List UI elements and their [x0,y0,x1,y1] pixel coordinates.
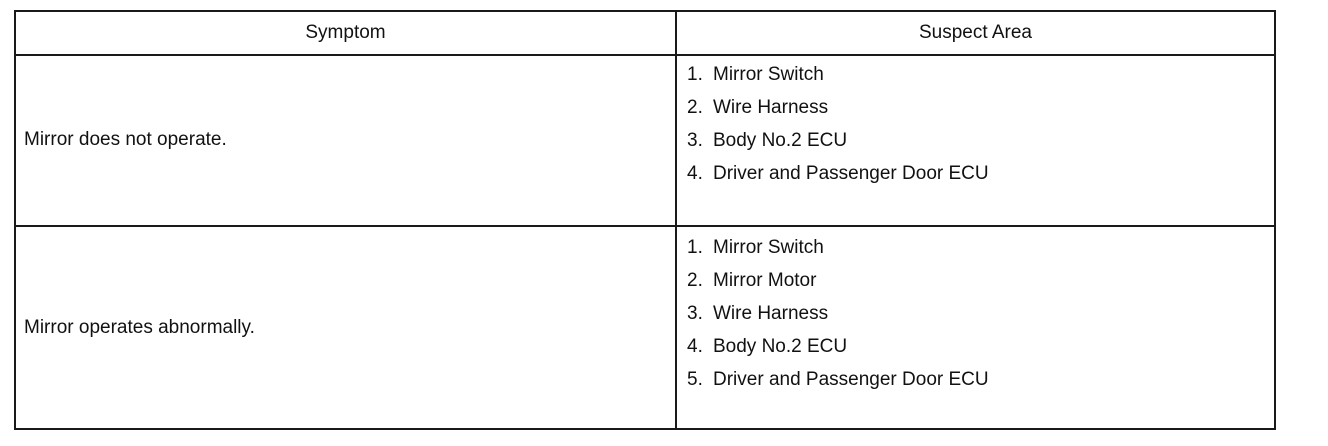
symptom-cell: Mirror operates abnormally. [16,227,677,428]
list-item-text: Wire Harness [713,97,829,118]
list-item: 4. Body No.2 ECU [687,336,989,369]
list-item-number: 4. [687,336,703,357]
list-item-number: 2. [687,97,703,118]
list-item-number: 3. [687,303,703,324]
table-row: Mirror does not operate. 1. Mirror Switch… [16,54,1274,227]
table-header-row: Symptom Suspect Area [16,12,1274,56]
suspect-area-cell: 1. Mirror Switch 2. Wire Harness 3. Body No… [677,54,1274,225]
list-item: 1. Mirror Switch [687,237,989,270]
suspect-area-cell: 1. Mirror Switch 2. Mirror Motor 3. Wire Ha… [677,227,1274,428]
header-symptom: Symptom [16,12,677,54]
list-item-number: 3. [687,130,703,151]
list-item-text: Driver and Passenger Door ECU [713,163,989,184]
list-item-text: Mirror Switch [713,237,824,258]
list-item: 5. Driver and Passenger Door ECU [687,369,989,402]
symptom-cell: Mirror does not operate. [16,54,677,225]
list-item-text: Wire Harness [713,303,829,324]
suspect-area-list: 1. Mirror Switch 2. Mirror Motor 3. Wire Ha… [687,227,989,402]
table-row: Mirror operates abnormally. 1. Mirror Swi… [16,227,1274,428]
list-item-number: 5. [687,369,703,390]
list-item-number: 1. [687,237,703,258]
list-item: 4. Driver and Passenger Door ECU [687,163,989,196]
list-item-text: Mirror Switch [713,64,824,85]
header-suspect-area: Suspect Area [918,22,1033,43]
list-item: 3. Wire Harness [687,303,989,336]
list-item: 2. Wire Harness [687,97,989,130]
list-item: 3. Body No.2 ECU [687,130,989,163]
list-item-number: 4. [687,163,703,184]
list-item: 1. Mirror Switch [687,64,989,97]
troubleshooting-table: Symptom Suspect Area Mirror does not ope… [14,10,1276,430]
list-item-text: Mirror Motor [713,270,817,291]
list-item: 2. Mirror Motor [687,270,989,303]
list-item-number: 2. [687,270,703,291]
list-item-text: Driver and Passenger Door ECU [713,369,989,390]
suspect-area-list: 1. Mirror Switch 2. Wire Harness 3. Body No… [687,54,989,196]
list-item-text: Body No.2 ECU [713,130,848,151]
list-item-text: Body No.2 ECU [713,336,848,357]
list-item-number: 1. [687,64,703,85]
